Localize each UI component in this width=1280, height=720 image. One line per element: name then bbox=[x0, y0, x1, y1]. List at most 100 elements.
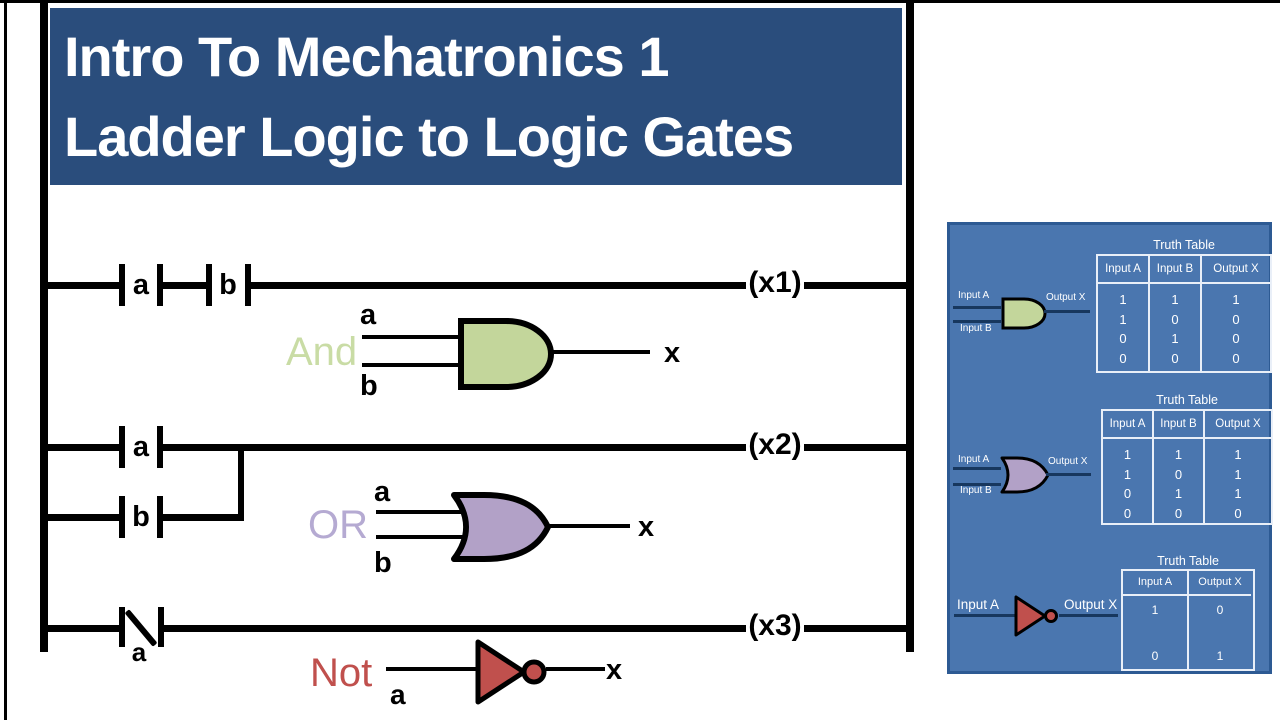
table-cell: 1 bbox=[1234, 447, 1242, 462]
and-mini-output-label: Output X bbox=[1046, 292, 1086, 303]
or-mini-input-a-label: Input A bbox=[958, 454, 990, 465]
or-mini-input-b-label: Input B bbox=[960, 485, 992, 496]
and-mini-input-b-label: Input B bbox=[960, 323, 992, 334]
rung1-contact-b-bar-left bbox=[206, 264, 212, 306]
and-input-b-label: b bbox=[360, 370, 378, 402]
not-mini-output-wire bbox=[1059, 614, 1118, 617]
table-cell: 0 bbox=[1232, 331, 1240, 346]
table-cell: 1 bbox=[1151, 603, 1159, 617]
and-mini-input-a-label: Input A bbox=[958, 290, 990, 301]
or-table-header: Output X bbox=[1205, 411, 1271, 439]
table-cell: 1 bbox=[1119, 311, 1127, 327]
table-cell: 0 bbox=[1232, 350, 1240, 366]
not-mini-input-wire bbox=[954, 614, 1016, 617]
rung2-wire-segment bbox=[48, 444, 119, 451]
not-input-wire bbox=[386, 667, 479, 671]
and-table-header: Input A bbox=[1098, 256, 1148, 284]
not-mini-gate-symbol bbox=[1014, 595, 1058, 637]
truth-tables-panel: Truth Table Input A 1 1 0 0 Input B 1 0 … bbox=[947, 222, 1273, 674]
or-mini-input-b-wire bbox=[953, 483, 1001, 486]
rung1-wire-segment bbox=[251, 282, 746, 289]
title-line-2: Ladder Logic to Logic Gates bbox=[64, 105, 794, 169]
rung2-branch-wire-segment bbox=[48, 514, 119, 521]
not-table-col-output-x: Output X 0 1 bbox=[1187, 571, 1251, 669]
title-banner: Intro To Mechatronics 1 Ladder Logic to … bbox=[50, 8, 902, 185]
rung1-contact-b-label: b bbox=[219, 269, 237, 301]
not-table-col-input-a: Input A 1 0 bbox=[1123, 571, 1187, 669]
table-cell: 0 bbox=[1174, 466, 1183, 482]
and-table-col-output-x: Output X 1 0 0 0 bbox=[1200, 256, 1270, 371]
rung1-wire-segment bbox=[163, 282, 206, 289]
and-input-a-wire bbox=[362, 335, 465, 339]
and-table-header: Output X bbox=[1202, 256, 1270, 284]
or-mini-output-label: Output X bbox=[1048, 456, 1088, 467]
or-output-label: x bbox=[638, 511, 655, 543]
table-cell: 0 bbox=[1123, 486, 1132, 501]
and-mini-input-b-wire bbox=[953, 320, 1001, 323]
table-cell: 1 bbox=[1119, 292, 1127, 307]
table-cell: 1 bbox=[1234, 486, 1242, 501]
rung1-wire-segment bbox=[804, 282, 906, 289]
or-input-a-wire bbox=[376, 510, 471, 514]
and-table-col-input-a: Input A 1 1 0 0 bbox=[1098, 256, 1148, 371]
rung3-wire-segment bbox=[48, 625, 119, 632]
table-cell: 0 bbox=[1171, 311, 1179, 327]
or-mini-input-a-wire bbox=[953, 467, 1001, 470]
table-cell: 0 bbox=[1232, 311, 1240, 327]
or-mini-gate-symbol bbox=[1000, 456, 1050, 494]
table-cell: 1 bbox=[1123, 466, 1132, 482]
or-gate-symbol bbox=[451, 492, 551, 562]
rung3-wire-segment bbox=[164, 625, 746, 632]
not-gate-name: Not bbox=[310, 651, 373, 695]
rung3-contact-a-label: a bbox=[131, 637, 147, 667]
frame-left-line bbox=[4, 0, 7, 720]
table-cell: 1 bbox=[1174, 486, 1183, 501]
not-mini-input-a-label: Input A bbox=[957, 597, 1000, 612]
rung3-contact-a-bar-left bbox=[119, 607, 125, 647]
not-output-wire bbox=[546, 667, 605, 671]
not-table-header: Input A bbox=[1123, 571, 1187, 596]
rung1-coil-x1: (x1) bbox=[748, 266, 802, 299]
rung2-wire-segment bbox=[163, 444, 746, 451]
or-table-header: Input B bbox=[1154, 411, 1203, 439]
and-table-values: 1 0 1 0 bbox=[1150, 284, 1200, 371]
or-output-wire bbox=[548, 524, 630, 528]
not-mini-output-label: Output X bbox=[1064, 597, 1118, 612]
and-gate-name: And bbox=[286, 330, 358, 374]
ladder-left-rail bbox=[40, 2, 48, 652]
table-cell: 1 bbox=[1123, 447, 1132, 462]
or-truth-table-title: Truth Table bbox=[1156, 393, 1218, 407]
or-table-col-output-x: Output X 1 1 1 0 bbox=[1203, 411, 1271, 523]
table-cell: 1 bbox=[1171, 292, 1179, 307]
or-table-values: 1 0 1 0 bbox=[1154, 439, 1203, 523]
table-cell: 0 bbox=[1174, 505, 1183, 521]
rung2-contact-a-bar-left bbox=[119, 426, 125, 468]
frame-top-line bbox=[0, 0, 1280, 3]
not-gate-symbol bbox=[475, 639, 547, 705]
and-mini-gate-symbol bbox=[1001, 297, 1047, 330]
not-truth-table-title: Truth Table bbox=[1157, 554, 1219, 568]
and-table-header: Input B bbox=[1150, 256, 1200, 284]
not-output-label: x bbox=[606, 654, 623, 686]
title-line-1: Intro To Mechatronics 1 bbox=[64, 24, 669, 88]
rung3-coil-x3: (x3) bbox=[748, 609, 802, 642]
or-input-a-label: a bbox=[374, 476, 391, 508]
table-cell: 0 bbox=[1216, 603, 1224, 617]
and-truth-table-title: Truth Table bbox=[1153, 238, 1215, 252]
table-cell: 0 bbox=[1119, 350, 1127, 366]
rung2-wire-segment bbox=[804, 444, 906, 451]
and-mini-input-a-wire bbox=[953, 306, 1001, 309]
table-cell: 1 bbox=[1174, 447, 1183, 462]
table-cell: 0 bbox=[1171, 350, 1179, 366]
rung2-contact-a-label: a bbox=[132, 431, 150, 463]
and-input-a-label: a bbox=[360, 299, 377, 331]
and-output-label: x bbox=[664, 337, 681, 369]
and-table-values: 1 0 0 0 bbox=[1202, 284, 1270, 371]
and-truth-table: Input A 1 1 0 0 Input B 1 0 1 0 Output X bbox=[1096, 254, 1272, 373]
not-table-header: Output X bbox=[1189, 571, 1251, 596]
or-truth-table: Input A 1 1 0 0 Input B 1 0 1 0 Output X bbox=[1101, 409, 1273, 525]
rung1-contact-a-bar-right bbox=[157, 264, 163, 306]
table-cell: 1 bbox=[1171, 331, 1179, 346]
and-input-b-wire bbox=[362, 363, 465, 367]
